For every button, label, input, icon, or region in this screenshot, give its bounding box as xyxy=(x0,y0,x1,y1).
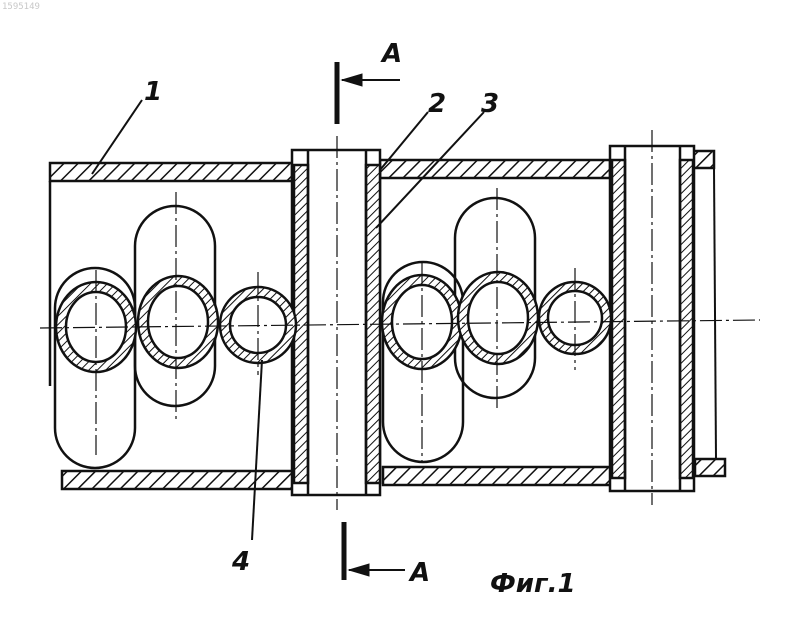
callout-1: 1 xyxy=(144,77,162,107)
callout-3: 3 xyxy=(481,89,499,119)
section-arrow-bottom-head xyxy=(349,564,369,576)
section-mark-top xyxy=(337,62,400,124)
figure-caption: Фиг.1 xyxy=(490,569,576,599)
ring-right-2-bore xyxy=(468,282,528,354)
shell-right-edge xyxy=(714,168,716,459)
document-number: 1595149 xyxy=(2,2,40,12)
section-mark-bottom xyxy=(344,522,405,580)
cross-tube-right-wall-l xyxy=(612,160,625,478)
shell-top-wall-left xyxy=(50,163,292,181)
shell-bottom-wall-middle xyxy=(383,467,615,485)
section-letter-top: A xyxy=(380,39,402,69)
cross-tube-right-wall-r xyxy=(680,160,693,478)
ring-left-2-bore xyxy=(148,286,208,358)
shell-top-wall-middle xyxy=(380,160,610,178)
shell-bottom-wall-right xyxy=(695,459,725,476)
leader-4 xyxy=(252,360,262,540)
callout-2: 2 xyxy=(428,89,446,119)
section-letter-bottom: A xyxy=(408,558,430,588)
shell-bottom-wall-left xyxy=(62,471,300,489)
section-arrow-top-head xyxy=(342,74,362,86)
cross-tube-left xyxy=(292,150,380,495)
callout-4: 4 xyxy=(231,547,250,577)
